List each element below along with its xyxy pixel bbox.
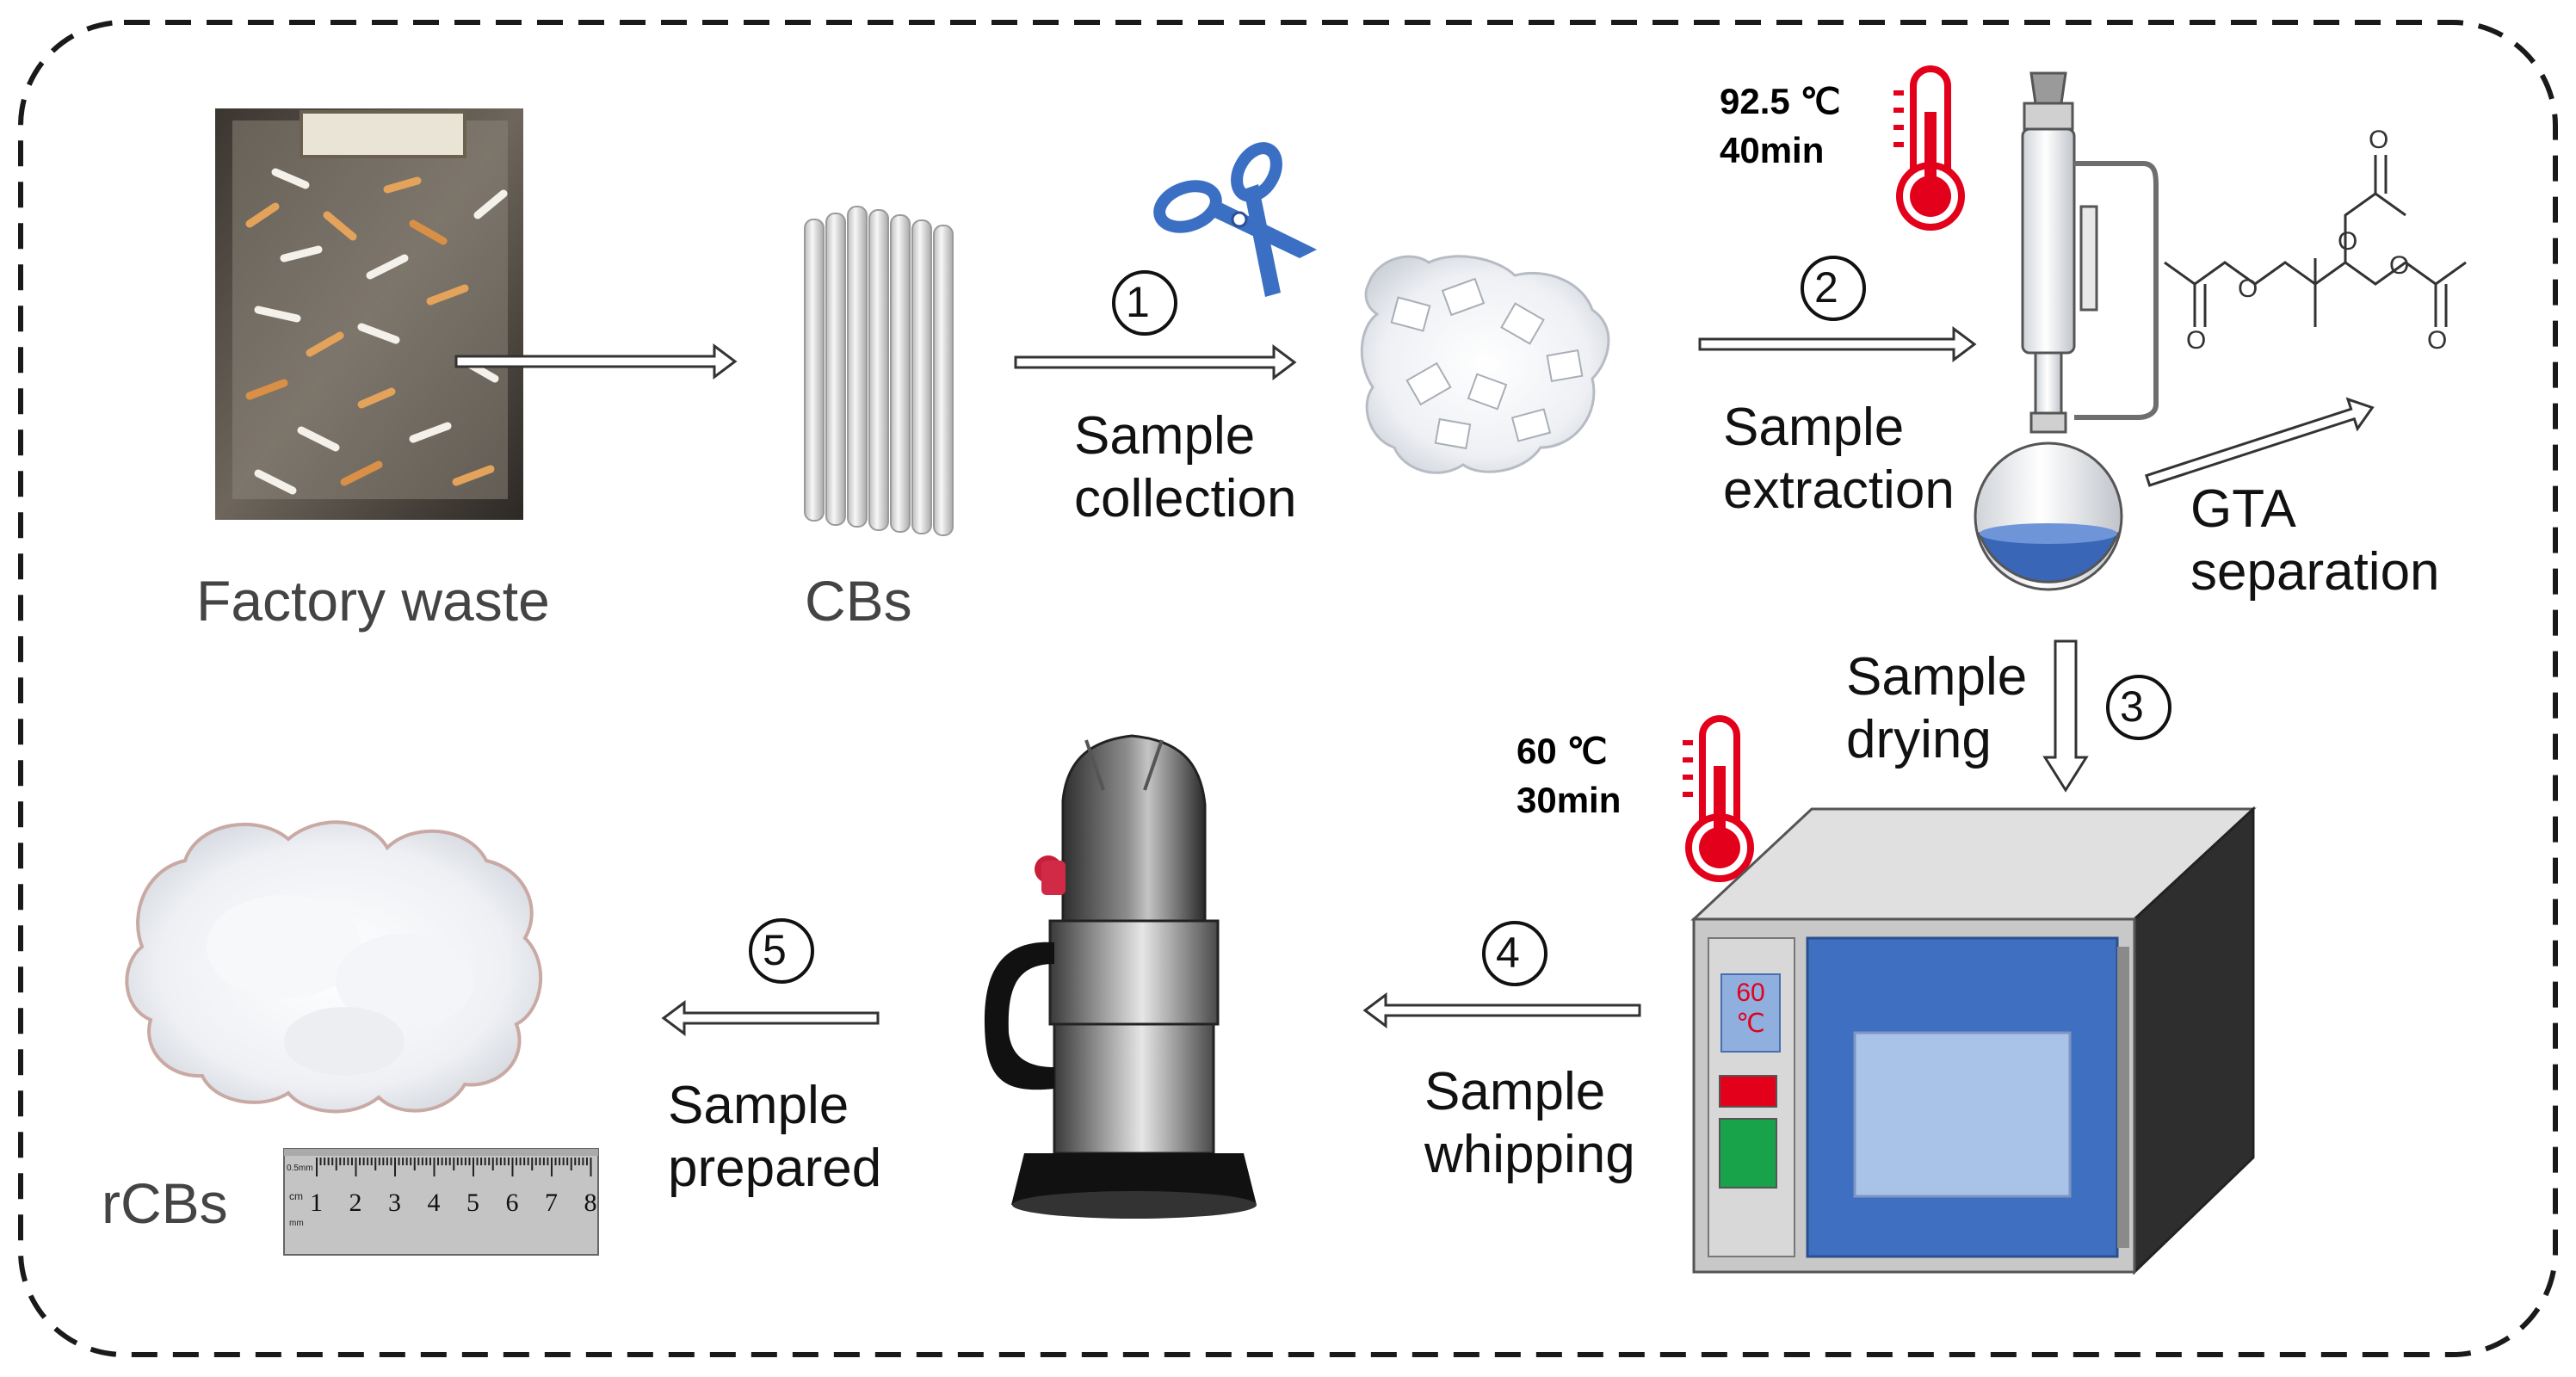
ruler-number: 4 <box>427 1189 441 1217</box>
label-sample-drying: Sample drying <box>1846 647 2028 770</box>
ruler-number: 5 <box>466 1189 479 1217</box>
ruler-unit-2: mm <box>289 1219 304 1228</box>
ruler-number: 6 <box>505 1189 519 1217</box>
drying-conditions: 60 ℃ 30min <box>1517 731 1622 820</box>
cbs-rods <box>804 206 954 536</box>
ruler-unit-1: cm <box>289 1190 303 1202</box>
arrow-gta-separation <box>2145 397 2375 487</box>
svg-text:O: O <box>2338 227 2357 256</box>
extraction-conditions: 92.5 ℃ 40min <box>1720 81 1841 170</box>
arrow-step-2 <box>1698 326 1977 362</box>
soxhlet-extractor <box>1974 71 2159 591</box>
ruler-unit-0: 0.5mm <box>287 1164 313 1173</box>
step-1-circle <box>1112 270 1177 336</box>
svg-text:O: O <box>2427 326 2447 355</box>
svg-text:O: O <box>2186 326 2206 355</box>
arrow-waste-to-cbs <box>454 343 738 380</box>
label-rcbs: rCBs <box>102 1171 228 1235</box>
step-3-circle <box>2106 675 2171 740</box>
step-4-number: 4 <box>1496 929 1520 977</box>
label-sample-whipping: Sample whipping <box>1424 1062 1635 1185</box>
drying-oven <box>1690 806 2257 1275</box>
gta-molecule <box>2164 155 2467 327</box>
label-sample-prepared: Sample prepared <box>668 1076 882 1199</box>
factory-waste-photo <box>215 108 523 520</box>
arrow-step-4 <box>1362 992 1641 1028</box>
arrow-step-5 <box>661 1000 880 1036</box>
arrow-step-3 <box>2042 639 2089 793</box>
arrow-step-1 <box>1014 344 1297 380</box>
svg-text:O: O <box>2369 126 2388 154</box>
thermometer-icon-drying <box>1683 715 1754 882</box>
svg-text:O: O <box>2389 251 2409 280</box>
ruler-number: 8 <box>584 1189 597 1217</box>
step-1-number: 1 <box>1126 278 1150 326</box>
step-5-circle <box>749 918 814 984</box>
oven-display: 60 ℃ <box>1736 979 1765 1038</box>
label-sample-collection: Sample collection <box>1074 406 1297 529</box>
ruler <box>283 1148 599 1256</box>
chopped-cb-pieces <box>1360 255 1610 474</box>
ruler-number: 3 <box>388 1189 401 1217</box>
step-2-number: 2 <box>1814 263 1838 312</box>
dashed-border <box>18 20 2558 1357</box>
blender-photo <box>984 734 1257 1219</box>
label-cbs: CBs <box>805 569 912 633</box>
label-factory-waste: Factory waste <box>196 569 550 633</box>
step-3-number: 3 <box>2120 682 2144 731</box>
ruler-number: 1 <box>310 1189 323 1217</box>
label-gta-separation: GTA separation <box>2190 479 2440 602</box>
svg-text:O: O <box>2238 275 2258 303</box>
label-sample-extraction: Sample extraction <box>1723 398 1955 521</box>
ruler-number: 2 <box>349 1189 362 1217</box>
thermometer-icon-extraction <box>1893 65 1965 231</box>
rcbs-cotton <box>125 820 543 1114</box>
step-2-circle <box>1801 256 1866 321</box>
ruler-number: 7 <box>545 1189 558 1217</box>
step-4-circle <box>1482 921 1547 986</box>
step-5-number: 5 <box>763 926 787 974</box>
scissors-icon <box>1153 142 1317 297</box>
